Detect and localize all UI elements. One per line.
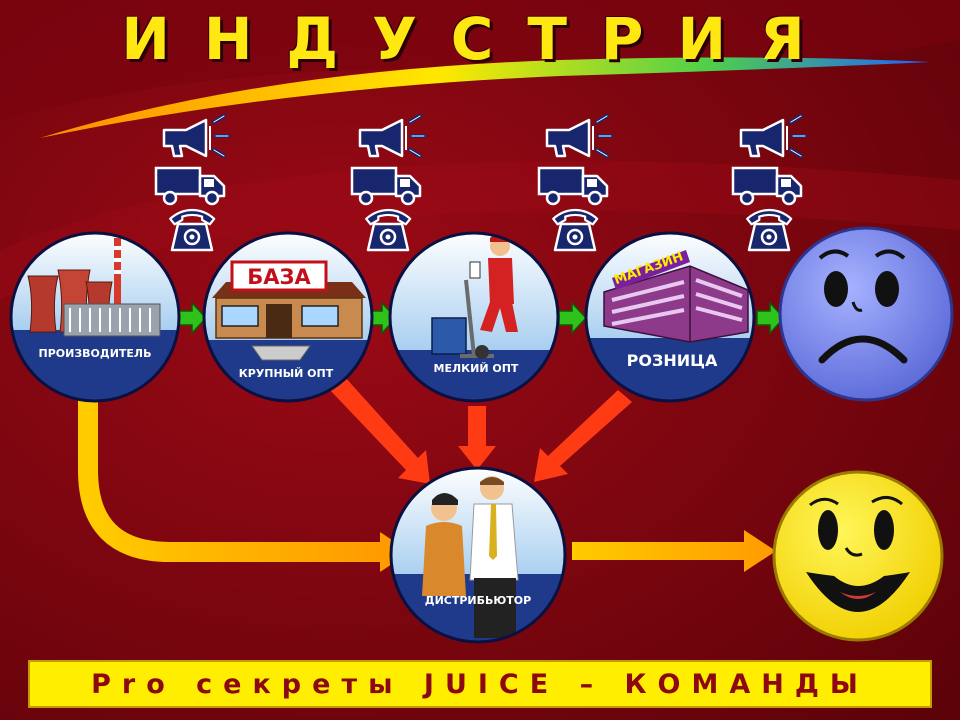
store-sign [612,250,690,290]
arrow-down-left-icon [534,390,632,482]
yellow-arrow-right [572,530,776,572]
telephone-icon [745,208,794,252]
arrow-right-icon [177,301,208,335]
telephone-icon [168,208,217,252]
sad-face-icon [778,226,954,402]
worker-with-cart-icon [431,234,518,359]
warehouse-icon [212,260,366,361]
red-arrows [328,376,632,484]
arrow-right-icon [756,301,786,335]
store-building-icon [603,250,749,343]
distributor-label: ДИСТРИБЬЮТОР [425,594,531,607]
footer-banner: Pro секреты JUICE – КОМАНДЫ [28,660,932,708]
page-title: ИНДУСТРИЯ [121,5,839,73]
title-swoosh [40,57,930,138]
arrow-right-icon [558,301,588,335]
telephone-icon [551,208,600,252]
telephone-icon [364,208,413,252]
yellow-curved-arrow [78,390,384,562]
warehouse-sign-text: БАЗА [247,265,311,289]
wholesale-label: КРУПНЫЙ ОПТ [239,367,334,380]
node-small-wholesale [388,231,560,403]
small-wholesale-label: МЕЛКИЙ ОПТ [434,362,519,375]
retail-label: РОЗНИЦА [627,351,718,370]
two-people-icon [422,476,519,638]
arrow-down-right-icon [328,376,430,484]
footer-text: Pro секреты JUICE – КОМАНДЫ [91,669,869,700]
green-arrows [177,301,786,335]
producer-label: ПРОИЗВОДИТЕЛЬ [39,347,152,360]
node-distributor [389,466,567,644]
factory-icon [27,238,161,337]
arrow-down-icon [458,406,496,470]
warehouse-sign [230,260,328,292]
happy-face-icon [772,470,944,642]
